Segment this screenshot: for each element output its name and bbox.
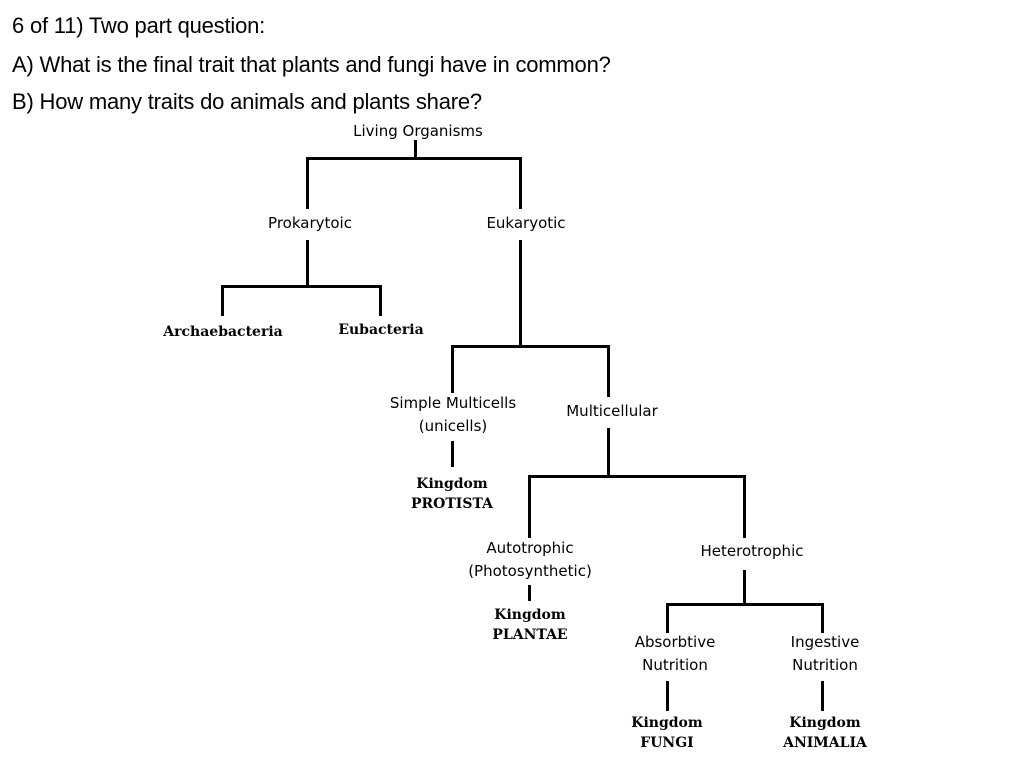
connector-simple-to-protista bbox=[451, 441, 454, 467]
connector-autotrophic-drop bbox=[528, 475, 531, 538]
node-eukaryotic: Eukaryotic bbox=[486, 214, 566, 232]
node-multicellular: Multicellular bbox=[566, 402, 658, 420]
connector-ingestive-to-animalia bbox=[821, 681, 824, 711]
node-archaebacteria: Archaebacteria bbox=[163, 324, 283, 340]
connector-multicellular-bar bbox=[528, 475, 746, 478]
connector-archaebacteria-drop bbox=[221, 285, 224, 316]
node-kingdom-fungi: Kingdom FUNGI bbox=[631, 715, 703, 752]
connector-eubacteria-drop bbox=[379, 285, 382, 316]
node-heterotrophic: Heterotrophic bbox=[700, 542, 804, 560]
connector-ingestive-drop bbox=[821, 603, 824, 633]
connector-multicellular-stem bbox=[607, 428, 610, 477]
connector-root-bar bbox=[306, 157, 522, 160]
node-kingdom-protista: Kingdom PROTISTA bbox=[411, 476, 493, 513]
question-part-b: B) How many traits do animals and plants… bbox=[12, 89, 482, 114]
question-line-1: 6 of 11) Two part question: bbox=[12, 13, 266, 38]
connector-root-stem bbox=[414, 140, 417, 158]
connector-prokaryotic-stem bbox=[306, 240, 309, 286]
question-part-a: A) What is the final trait that plants a… bbox=[12, 52, 611, 77]
node-living-organisms: Living Organisms bbox=[353, 122, 483, 140]
connector-simple-drop bbox=[451, 345, 454, 393]
connector-heterotrophic-bar bbox=[666, 603, 824, 606]
connector-absorbtive-to-fungi bbox=[666, 681, 669, 711]
connector-eukaryotic-bar bbox=[451, 345, 610, 348]
connector-heterotrophic-drop bbox=[743, 475, 746, 538]
connector-prokaryotic-bar bbox=[221, 285, 382, 288]
connector-multicellular-drop bbox=[607, 345, 610, 397]
connector-absorbtive-drop bbox=[666, 603, 669, 633]
connector-autotrophic-to-plantae bbox=[528, 585, 531, 601]
node-absorbtive-nutrition: Absorbtive Nutrition bbox=[634, 633, 716, 674]
node-autotrophic: Autotrophic (Photosynthetic) bbox=[468, 539, 592, 580]
node-eubacteria: Eubacteria bbox=[338, 322, 424, 338]
connector-prokaryotic-drop bbox=[306, 157, 309, 209]
node-prokaryotic: Prokarytoic bbox=[268, 214, 352, 232]
connector-eukaryotic-stem bbox=[519, 240, 522, 347]
connector-eukaryotic-drop bbox=[519, 157, 522, 209]
node-kingdom-animalia: Kingdom ANIMALIA bbox=[783, 715, 867, 752]
node-simple-multicells: Simple Multicells (unicells) bbox=[389, 394, 517, 435]
node-kingdom-plantae: Kingdom PLANTAE bbox=[492, 607, 568, 644]
connector-heterotrophic-stem bbox=[743, 570, 746, 605]
node-ingestive-nutrition: Ingestive Nutrition bbox=[790, 633, 860, 674]
